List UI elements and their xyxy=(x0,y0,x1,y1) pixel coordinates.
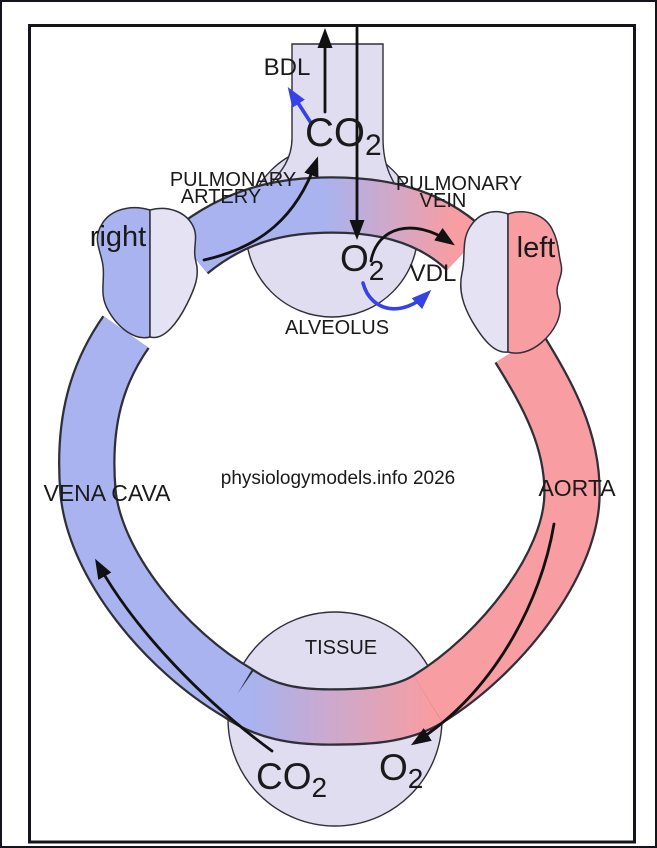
pulmonary-artery-label-line2: ARTERY xyxy=(181,186,261,208)
right-heart-venous-half xyxy=(96,206,151,339)
vena-cava-label: VENA CAVA xyxy=(44,480,172,506)
alveolus-label: ALVEOLUS xyxy=(285,317,389,339)
right-heart-chamber-half xyxy=(149,207,199,339)
pulmonary-vein-label-line2: VEIN xyxy=(420,190,467,212)
right-heart-label: right xyxy=(90,221,146,253)
left-heart-arterial-half xyxy=(507,211,563,354)
aorta-label: AORTA xyxy=(538,475,616,501)
left-heart-chamber-half xyxy=(460,210,509,353)
bdl-label: BDL xyxy=(264,54,311,81)
arterial-flow-arrow xyxy=(410,522,556,746)
watermark-text: physiologymodels.info 2026 xyxy=(221,468,456,489)
vdl-label: VDL xyxy=(410,260,457,287)
pulmonary-vein-label-line1: PULMONARY xyxy=(396,173,522,195)
venous-flow-arrow xyxy=(95,558,274,753)
tissue-co2-label: CO2 xyxy=(256,756,327,803)
vdl-shunt-arrow xyxy=(361,281,432,311)
tissue-label: TISSUE xyxy=(305,637,377,659)
bdl-shunt-arrow xyxy=(287,86,313,125)
aorta-band xyxy=(413,334,599,722)
inner-border xyxy=(28,24,636,844)
exhaled-co2-label: CO2 xyxy=(305,111,382,162)
pulmonary-artery-label-line1: PULMONARY xyxy=(170,169,296,191)
left-heart-label: left xyxy=(517,232,556,264)
o2-uptake-arrow xyxy=(369,226,455,263)
tissue-o2-label: O2 xyxy=(379,747,423,794)
co2-diffusion-arrow xyxy=(202,156,319,262)
vena-cava-band xyxy=(60,316,252,716)
tissue-capillary-band xyxy=(222,670,442,744)
pulmonary-band xyxy=(173,178,485,273)
alveolar-o2-label: O2 xyxy=(340,238,384,286)
